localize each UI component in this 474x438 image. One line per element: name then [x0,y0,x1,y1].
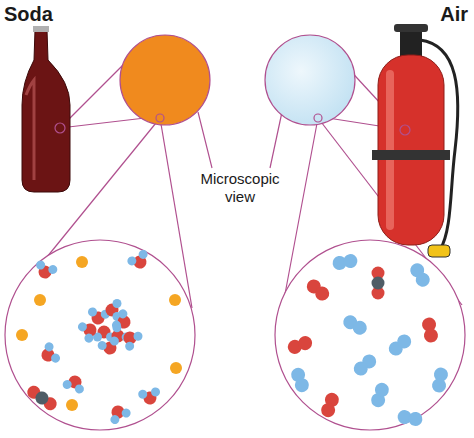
air-view [265,35,355,125]
soda-molecules [5,240,195,430]
air-molecules [275,240,465,430]
heading: Air [400,2,468,26]
scuba-tank [372,24,458,257]
heading: Soda [4,2,84,26]
callout-text: Microscopic view [185,170,295,206]
soda-view [120,35,210,125]
soda-bottle [22,26,70,192]
